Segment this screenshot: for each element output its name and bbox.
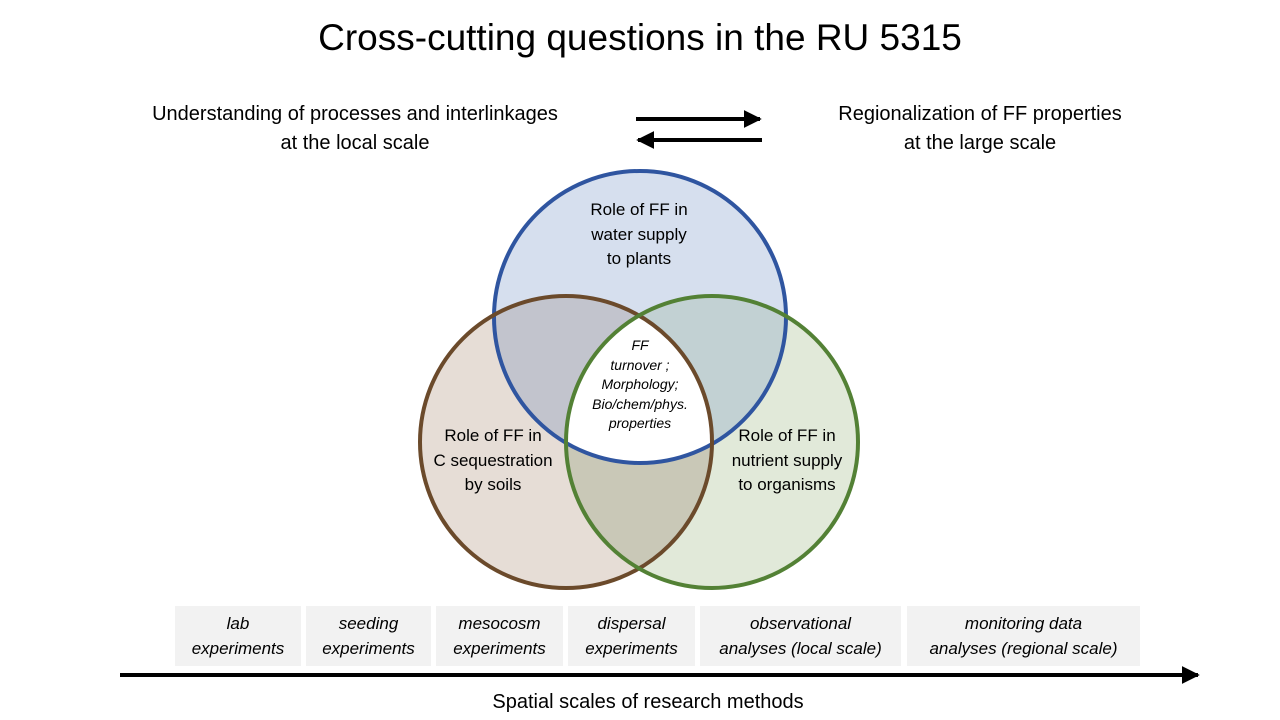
nutrient-supply-label-line: to organisms [738, 475, 836, 494]
carbon-sequestration-label-line: by soils [464, 475, 522, 494]
nutrient-supply-label-line: nutrient supply [731, 450, 843, 470]
center-overlap-label-line: FF [631, 337, 649, 353]
method-label-line2: analyses (regional scale) [929, 639, 1118, 658]
method-label-line1: mesocosm [458, 614, 541, 633]
page-title: Cross-cutting questions in the RU 5315 [318, 17, 962, 58]
center-overlap-label-line: properties [608, 415, 672, 431]
method-observational-analyses: observational analyses (local scale) [700, 606, 901, 666]
nutrient-supply-label: Role of FF in nutrient supply to organis… [707, 424, 867, 498]
method-label-line2: experiments [322, 639, 415, 658]
method-label-line1: seeding [338, 614, 399, 633]
method-label-line2: experiments [453, 639, 546, 658]
method-label-line2: experiments [585, 639, 678, 658]
method-dispersal-experiments: dispersal experiments [568, 606, 695, 666]
method-label-line2: experiments [191, 639, 285, 658]
method-label-line1: observational [749, 614, 852, 633]
center-overlap-label: FF turnover ; Morphology; Bio/chem/phys.… [566, 336, 714, 434]
method-label-line2: analyses (local scale) [719, 639, 882, 658]
method-monitoring-data-analyses: monitoring data analyses (regional scale… [907, 606, 1140, 666]
center-overlap [566, 296, 712, 463]
method-label-line1: dispersal [597, 614, 666, 633]
nutrient-supply-circle-outline [564, 294, 860, 590]
method-mesocosm-experiments: mesocosm experiments [436, 606, 563, 666]
carbon-sequestration-circle-outline [418, 294, 714, 590]
local-scale-header-line1: Understanding of processes and interlink… [152, 103, 558, 125]
carbon-sequestration-label-line: Role of FF in [444, 426, 542, 445]
center-overlap-label-line: turnover ; [610, 356, 670, 373]
carbon-sequestration-label: Role of FF in C sequestration by soils [413, 424, 573, 498]
spatial-scale-axis-label: Spatial scales of research methods [492, 691, 804, 713]
water-supply-label-line: Role of FF in [590, 200, 688, 219]
center-overlap-label-line: Morphology; [601, 376, 679, 392]
water-supply-label: Role of FF in water supply to plants [559, 198, 719, 272]
method-label-line1: lab [226, 614, 250, 633]
nutrient-supply-label-line: Role of FF in [738, 426, 836, 445]
carbon-sequestration-label-line: C sequestration [433, 450, 553, 470]
large-scale-header-line2: at the large scale [903, 132, 1057, 154]
large-scale-header-line1: Regionalization of FF properties [838, 103, 1122, 125]
center-overlap-label-line: Bio/chem/phys. [592, 395, 688, 412]
large-scale-header: Regionalization of FF properties at the … [790, 100, 1170, 158]
water-supply-label-line: water supply [591, 224, 687, 244]
method-label-line1: monitoring data [964, 614, 1083, 633]
water-supply-label-line: to plants [606, 249, 672, 268]
local-scale-header-line2: at the local scale [280, 132, 430, 154]
method-lab-experiments: lab experiments [175, 606, 301, 666]
method-seeding-experiments: seeding experiments [306, 606, 431, 666]
local-scale-header: Understanding of processes and interlink… [110, 100, 600, 158]
